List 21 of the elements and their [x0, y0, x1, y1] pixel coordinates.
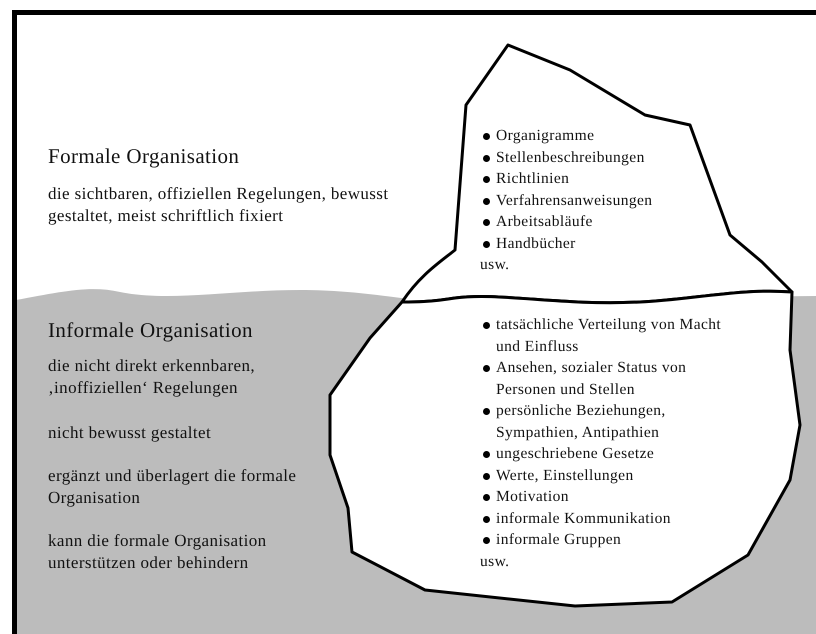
bullet-item: informale Kommunikation — [482, 508, 732, 529]
bullet-item: Werte, Einstellungen — [482, 464, 732, 486]
description-text: kann die formale Organisation unterstützen oder behindern — [48, 530, 268, 573]
list-note: usw. — [480, 552, 510, 572]
bullet-item: tatsächliche Verteilung von Macht und Einfluss — [482, 314, 732, 357]
description-text: die nicht direkt erkennbaren, ‚inoffiziellen‘ Regelungen — [48, 355, 256, 398]
description-text: die sichtbaren, offiziellen Regelungen, bewusst gestaltet, meist schriftlich fixiert — [48, 183, 390, 226]
bullet-item: Stellenbeschreibungen — [482, 146, 782, 168]
description-text: ergänzt und überlagert die formale Organisation — [48, 465, 298, 508]
description-text: nicht bewusst gestaltet — [48, 422, 212, 444]
bullet-item: Arbeitsabläufe — [482, 211, 782, 232]
bullet-item: Organigramme — [482, 125, 782, 146]
section-heading: Informale Organisation — [48, 317, 254, 343]
list-note: usw. — [480, 255, 510, 275]
bullet-item: Verfahrensanweisungen — [482, 190, 782, 211]
bullet-item: Handbücher — [482, 232, 782, 254]
bullet-item: ungeschriebene Gesetze — [482, 443, 732, 464]
section-heading: Formale Organisation — [48, 143, 240, 169]
bullet-item: Richtlinien — [482, 168, 782, 190]
bullet-item: Motivation — [482, 486, 732, 508]
bullet-item: informale Gruppen — [482, 529, 732, 550]
